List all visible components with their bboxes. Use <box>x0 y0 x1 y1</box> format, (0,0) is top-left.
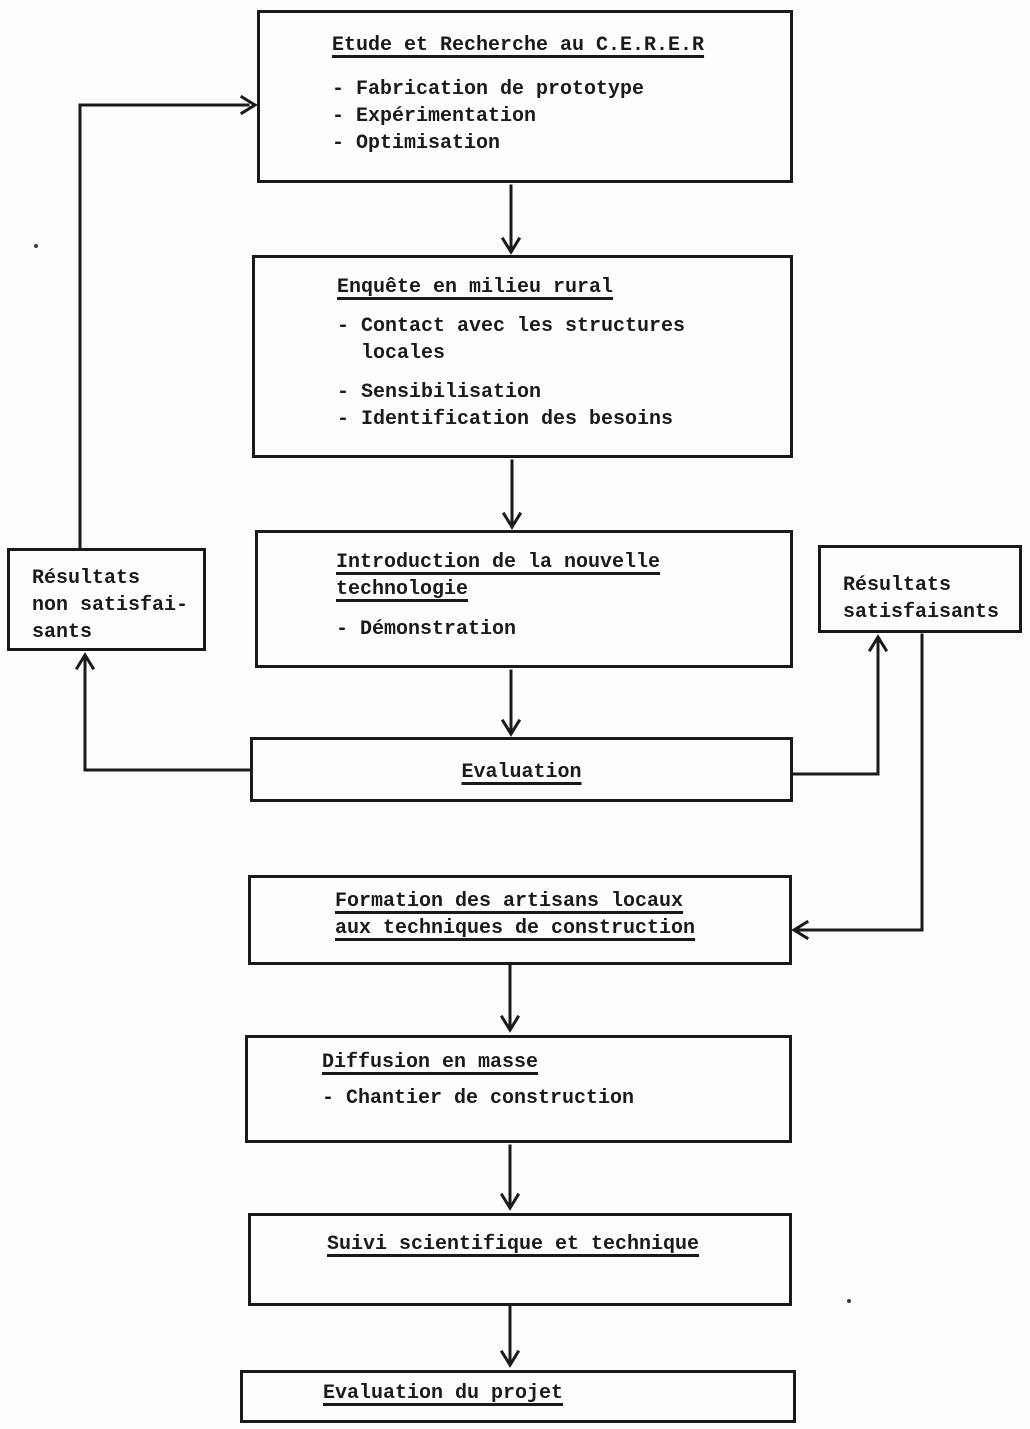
node-evaluation-title: Evaluation <box>461 761 582 784</box>
edge-enquete-introduction-arrowhead <box>501 511 523 530</box>
node-etude-title: Etude et Recherche au C.E.R.E.R <box>332 34 705 57</box>
node-enquete-item: - Identification des besoins <box>337 408 674 431</box>
edge-evaluation-resneg-line <box>83 656 252 772</box>
edge-introduction-evaluation-arrowhead <box>500 718 522 737</box>
edge-respos-formation-line <box>795 633 924 932</box>
node-enquete-item: - Contact avec les structures locales <box>337 315 686 365</box>
edge-evaluation-respos-line <box>791 638 880 776</box>
node-etude-item: - Optimisation <box>332 132 501 155</box>
edge-diffusion-suivi-arrowhead <box>499 1192 521 1211</box>
edge-formation-diffusion-arrowhead <box>499 1014 521 1033</box>
node-resultats-satisfaisants: Résultats satisfaisants <box>818 545 1022 633</box>
node-enquete-title: Enquête en milieu rural <box>337 276 614 299</box>
node-enquete-item: - Sensibilisation <box>337 381 542 404</box>
node-diffusion-title: Diffusion en masse <box>322 1051 539 1074</box>
node-suivi-title: Suivi scientifique et technique <box>327 1233 700 1256</box>
edge-evaluation-respos-arrowhead <box>867 634 889 653</box>
node-etude: Etude et Recherche au C.E.R.E.R - Fabric… <box>257 10 793 183</box>
node-enquete: Enquête en milieu rural - Contact avec l… <box>252 255 793 458</box>
node-diffusion: Diffusion en masse - Chantier de constru… <box>245 1035 792 1143</box>
edge-etude-enquete-arrowhead <box>500 236 522 255</box>
node-etude-item: - Expérimentation <box>332 105 537 128</box>
scan-speck <box>847 1299 851 1303</box>
node-etude-item: - Fabrication de prototype <box>332 78 645 101</box>
node-resultats-non-satisfaisants: Résultats non satisfai- sants <box>7 548 206 651</box>
node-resultats-satisfaisants-label: Résultats satisfaisants <box>843 574 1000 624</box>
node-introduction-title: Introduction de la nouvelle technologie <box>336 551 661 601</box>
edge-respos-formation-arrowhead <box>791 919 810 941</box>
node-evaluation: Evaluation <box>250 737 793 802</box>
edge-resneg-etude-arrowhead <box>239 94 258 116</box>
edge-resneg-etude-line <box>78 103 250 550</box>
edge-suivi-evalproj-arrowhead <box>499 1349 521 1368</box>
node-evaluation-projet: Evaluation du projet <box>240 1370 796 1423</box>
node-evaluation-projet-title: Evaluation du projet <box>323 1382 564 1405</box>
node-formation-title: Formation des artisans locaux aux techni… <box>335 890 696 940</box>
node-suivi: Suivi scientifique et technique <box>248 1213 792 1306</box>
scan-speck <box>34 244 38 248</box>
node-resultats-non-satisfaisants-label: Résultats non satisfai- sants <box>32 567 189 644</box>
node-formation: Formation des artisans locaux aux techni… <box>248 875 792 965</box>
node-diffusion-item: - Chantier de construction <box>322 1087 635 1110</box>
edge-evaluation-resneg-arrowhead <box>74 652 96 671</box>
node-introduction-item: - Démonstration <box>336 618 517 641</box>
node-introduction: Introduction de la nouvelle technologie … <box>255 530 793 668</box>
